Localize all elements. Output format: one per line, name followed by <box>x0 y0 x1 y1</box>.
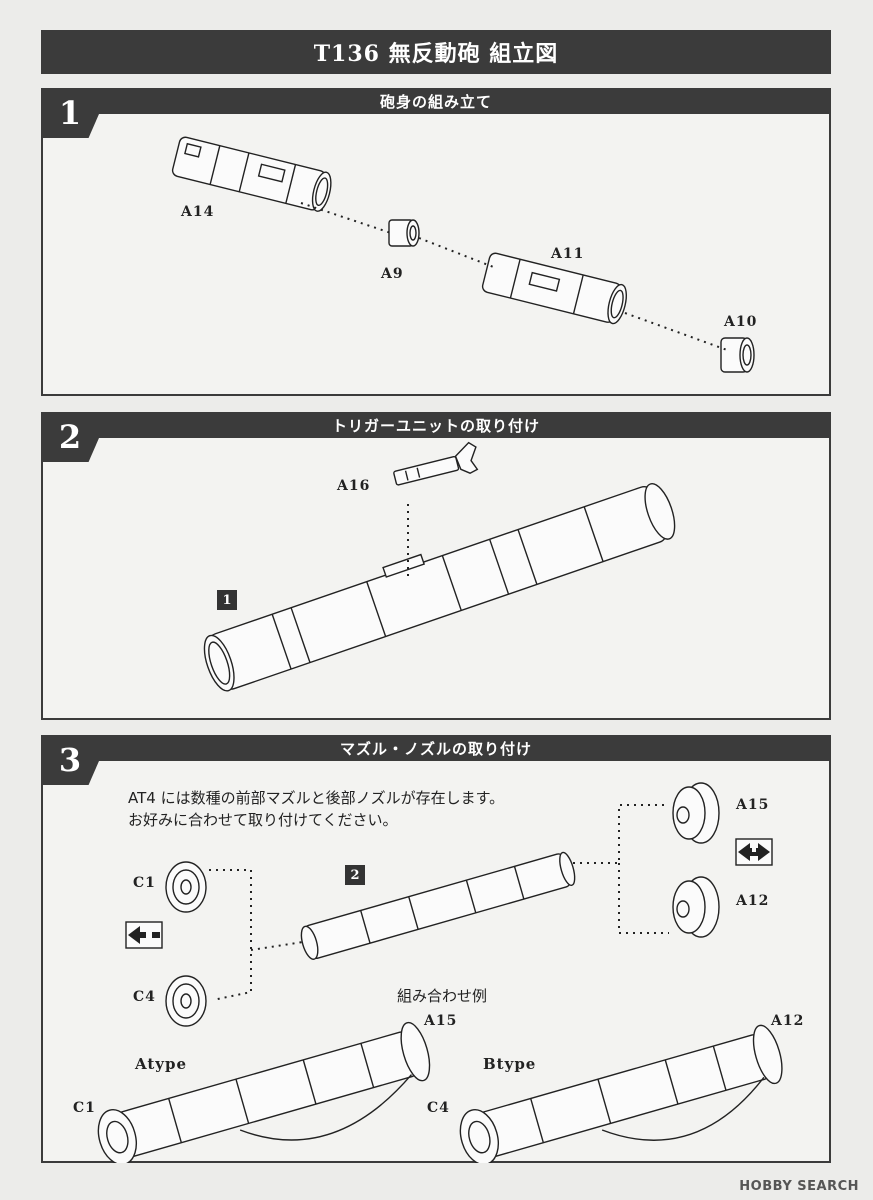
example-title: 組み合わせ例 <box>397 987 488 1005</box>
step-ref-box: 2 <box>345 865 365 885</box>
step-1: 砲身の組み立て 1 <box>41 88 831 396</box>
part-label-a14: A14 <box>181 204 215 220</box>
part-a10-drawing <box>720 337 755 373</box>
part-a16-drawing <box>393 441 479 486</box>
step-3: マズル・ノズルの取り付け 3 <box>41 735 831 1163</box>
launcher-drawing <box>203 483 676 692</box>
step-1-illustration <box>171 136 755 373</box>
launcher-drawing <box>300 851 576 960</box>
part-label-a10: A10 <box>724 314 758 330</box>
step-number: 3 <box>41 735 99 785</box>
step-2-illustration <box>203 441 676 692</box>
step-number: 1 <box>41 88 99 138</box>
part-label-c1: C1 <box>133 875 156 891</box>
part-label-a16: A16 <box>337 478 371 494</box>
watermark: HOBBY SEARCH <box>739 1179 859 1194</box>
example-b-type: Btype <box>483 1055 537 1073</box>
part-label-a15: A15 <box>736 797 770 813</box>
part-label-c4: C4 <box>133 989 156 1005</box>
part-label-a12: A12 <box>736 893 770 909</box>
part-c4-drawing <box>165 975 207 1027</box>
example-b-drawing <box>459 1024 783 1163</box>
part-a9-drawing <box>388 219 420 247</box>
example-a-drawing <box>97 1021 431 1163</box>
part-a15-drawing <box>672 782 720 844</box>
part-label-a11: A11 <box>551 246 585 262</box>
swap-arrow-icon <box>735 838 773 866</box>
part-a11-drawing <box>481 252 627 325</box>
step-frame <box>41 88 831 396</box>
part-c1-drawing <box>165 861 207 913</box>
step-2: トリガーユニットの取り付け 2 <box>41 412 831 720</box>
example-a-front: C1 <box>73 1100 96 1116</box>
step-heading: マズル・ノズルの取り付け <box>41 735 831 761</box>
step-3-note: AT4 には数種の前部マズルと後部ノズルが存在します。 お好みに合わせて取り付け… <box>128 787 504 831</box>
note-line-1: AT4 には数種の前部マズルと後部ノズルが存在します。 <box>128 789 505 807</box>
page-title: T136 無反動砲 組立図 <box>41 30 831 74</box>
part-a14-drawing <box>171 136 332 212</box>
step-number: 2 <box>41 412 99 462</box>
step-heading: 砲身の組み立て <box>41 88 831 114</box>
step-ref-box: 1 <box>217 590 237 610</box>
part-a12-drawing <box>672 876 720 938</box>
part-label-a9: A9 <box>381 266 404 282</box>
example-a-rear: A15 <box>424 1013 458 1029</box>
swap-arrow-icon <box>125 921 163 949</box>
example-b-rear: A12 <box>771 1013 805 1029</box>
example-b-front: C4 <box>427 1100 450 1116</box>
note-line-2: お好みに合わせて取り付けてください。 <box>128 811 398 829</box>
step-heading: トリガーユニットの取り付け <box>41 412 831 438</box>
example-a-type: Atype <box>135 1055 188 1073</box>
step-3-illustration <box>97 782 783 1163</box>
